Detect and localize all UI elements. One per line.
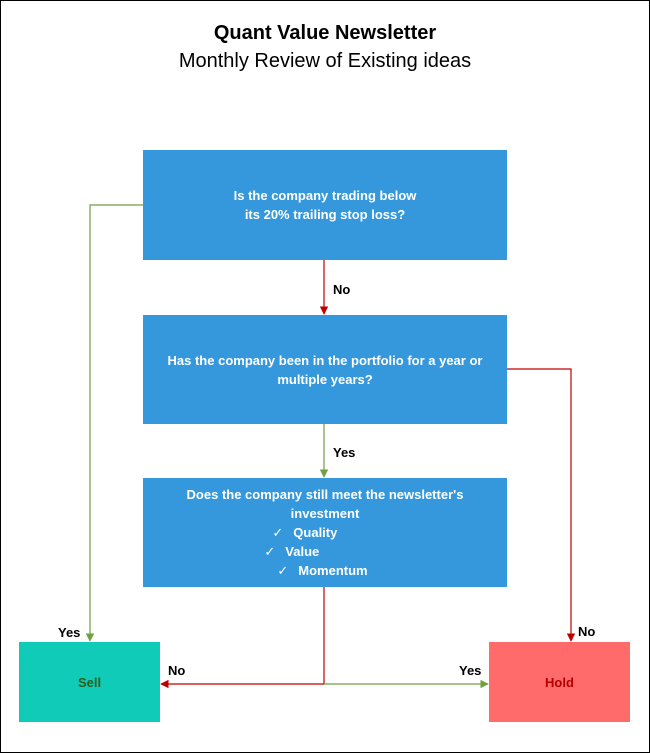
edge-q1-sell: [85, 204, 143, 642]
node-stop-loss-line1: Is the company trading below: [233, 188, 417, 203]
check-icon: ✓: [272, 525, 284, 540]
criteria-item: ✓ Value: [264, 542, 367, 561]
criteria-label: Momentum: [298, 563, 368, 578]
edge-label-q2-hold: No: [578, 624, 596, 639]
node-criteria-question: Does the company still meet the newslett…: [143, 478, 507, 587]
criteria-label: Quality: [293, 525, 338, 540]
node-criteria-line1: Does the company still meet the newslett…: [186, 487, 464, 502]
criteria-item: ✓ Quality: [272, 523, 367, 542]
criteria-checklist: ✓Quality ✓Value ✓Momentum: [264, 523, 367, 580]
edge-q2-hold: [507, 368, 576, 642]
edge-label-q3-sell: No: [168, 663, 186, 678]
check-icon: ✓: [264, 544, 276, 559]
node-holding-period-line1: Has the company been in the portfolio fo…: [167, 352, 483, 368]
edge-q3-sell: [160, 587, 325, 689]
node-holding-period-line2: multiple years?: [277, 371, 373, 387]
criteria-label: Value: [285, 544, 320, 559]
criteria-item: ✓ Momentum: [277, 561, 367, 580]
edge-label-q2-q3: Yes: [333, 445, 356, 460]
node-hold: Hold: [489, 642, 630, 722]
edge-label-q1-q2: No: [333, 282, 351, 297]
diagram-title: Quant Value Newsletter: [213, 22, 437, 44]
node-stop-loss-question: Is the company trading below its 20% tra…: [143, 150, 507, 260]
node-sell: Sell: [19, 642, 160, 722]
node-criteria-line2: investment: [290, 506, 360, 521]
check-icon: ✓: [277, 563, 289, 578]
diagram-subtitle: Monthly Review of Existing ideas: [178, 50, 472, 72]
edge-label-q3-hold: Yes: [459, 663, 482, 678]
edge-label-q1-sell: Yes: [58, 625, 81, 640]
node-stop-loss-line2: its 20% trailing stop loss?: [244, 207, 406, 222]
node-holding-period-question: Has the company been in the portfolio fo…: [143, 315, 507, 424]
